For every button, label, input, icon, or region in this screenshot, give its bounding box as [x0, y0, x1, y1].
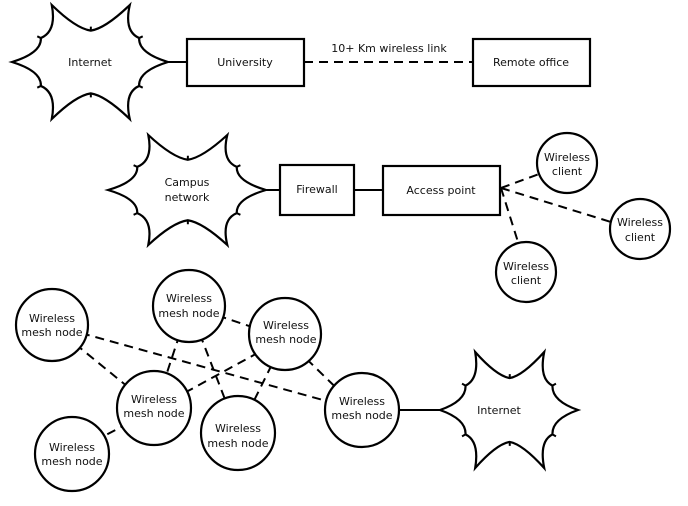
wireless-client-1: Wireless client	[535, 131, 599, 195]
mesh-node-c: Wireless mesh node	[247, 296, 323, 372]
mesh-label-line2: mesh node	[331, 409, 392, 422]
cloud-notch	[36, 85, 42, 89]
link-ap-client-1	[500, 173, 540, 189]
internet-cloud-top	[8, 1, 172, 123]
mesh-label-line1: Wireless	[29, 312, 75, 325]
cloud-notch	[461, 433, 467, 438]
cloud-notch	[236, 212, 241, 216]
mesh-node-circle	[115, 369, 193, 447]
client-label-line1: Wireless	[503, 260, 549, 273]
cloud-notch	[461, 382, 467, 387]
cloud-notch	[551, 382, 557, 387]
access-point-box	[381, 164, 502, 217]
mesh-label-line2: mesh node	[41, 455, 102, 468]
link-ap-client-3	[500, 187, 519, 243]
mesh-label-line1: Wireless	[131, 393, 177, 406]
mesh-label-line2: mesh node	[123, 407, 184, 420]
mesh-node-a: Wireless mesh node	[14, 287, 90, 363]
campus-label-line2: network	[165, 191, 210, 204]
mesh-node-e: Wireless mesh node	[199, 394, 277, 472]
client-label-line1: Wireless	[544, 151, 590, 164]
cloud-outline	[8, 1, 172, 123]
client-circle	[608, 197, 672, 261]
mesh-node-circle	[247, 296, 323, 372]
client-circle	[535, 131, 599, 195]
mesh-label-line1: Wireless	[339, 395, 385, 408]
cloud-notch	[133, 212, 138, 216]
mesh-node-g: Wireless mesh node	[33, 415, 111, 493]
internet-label-bottom: Internet	[477, 404, 521, 417]
mesh-link	[51, 324, 360, 411]
mesh-label-line2: mesh node	[207, 437, 268, 450]
client-label-line2: client	[552, 165, 583, 178]
cloud-notch	[133, 164, 138, 168]
access-point-label: Access point	[406, 184, 476, 197]
cloud-notch	[138, 85, 144, 89]
mesh-label-line1: Wireless	[215, 422, 261, 435]
mesh-node-d: Wireless mesh node	[115, 369, 193, 447]
mesh-node-circle	[14, 287, 90, 363]
mesh-node-circle	[151, 268, 227, 344]
cloud-outline	[436, 348, 582, 472]
internet-label-top: Internet	[68, 56, 112, 69]
client-circle	[494, 240, 558, 304]
mesh-label-line1: Wireless	[166, 292, 212, 305]
point-to-point-diagram: 10+ Km wireless link Internet University…	[8, 1, 592, 123]
mesh-label-line1: Wireless	[263, 319, 309, 332]
remote-office-label: Remote office	[493, 56, 569, 69]
mesh-diagram: Internet Wireless mesh node Wireless mes…	[14, 268, 582, 493]
wireless-client-2: Wireless client	[608, 197, 672, 261]
cloud-notch	[551, 433, 557, 438]
wireless-link-label: 10+ Km wireless link	[331, 42, 447, 55]
internet-cloud-bottom	[436, 348, 582, 472]
mesh-node-b: Wireless mesh node	[151, 268, 227, 344]
cloud-outline	[104, 131, 270, 249]
point-to-multipoint-diagram: Campus network Firewall Access point Wir…	[104, 131, 672, 304]
university-box	[185, 37, 306, 88]
mesh-node-f: Wireless mesh node	[323, 371, 401, 449]
cloud-notch	[138, 35, 144, 39]
campus-label-line1: Campus	[165, 176, 210, 189]
mesh-label-line2: mesh node	[158, 307, 219, 320]
campus-network-cloud	[104, 131, 270, 249]
mesh-node-circle	[199, 394, 277, 472]
mesh-node-circle	[323, 371, 401, 449]
mesh-label-line2: mesh node	[255, 333, 316, 346]
link-ap-client-2	[500, 187, 612, 223]
cloud-notch	[236, 164, 241, 168]
mesh-label-line1: Wireless	[49, 441, 95, 454]
firewall-box	[278, 163, 356, 217]
firewall-label: Firewall	[296, 183, 337, 196]
client-label-line2: client	[625, 231, 656, 244]
wireless-client-3: Wireless client	[494, 240, 558, 304]
mesh-label-line2: mesh node	[21, 326, 82, 339]
client-label-line1: Wireless	[617, 216, 663, 229]
client-label-line2: client	[511, 274, 542, 287]
remote-office-box	[471, 37, 592, 88]
mesh-node-circle	[33, 415, 111, 493]
university-label: University	[217, 56, 273, 69]
cloud-notch	[36, 35, 42, 39]
